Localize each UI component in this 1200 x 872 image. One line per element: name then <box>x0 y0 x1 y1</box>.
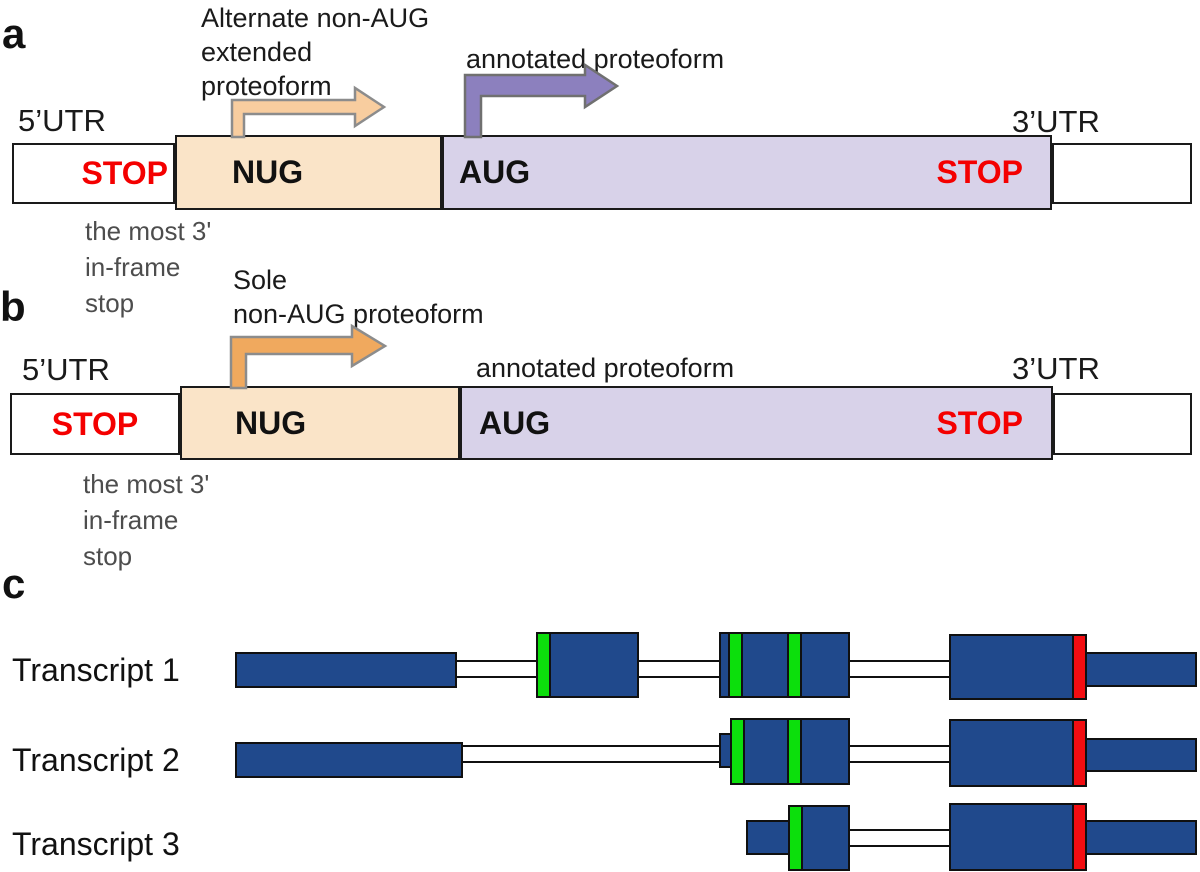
transcript-2-intron-2 <box>848 745 952 763</box>
nug-codon-b: NUG <box>235 404 307 441</box>
transcript-2-stop-codon <box>1072 719 1087 787</box>
most-3prime-stop-caption-a: the most 3' in-frame stop <box>85 213 211 321</box>
panel-b-label: b <box>0 283 26 330</box>
caption-a-line2: in-frame <box>85 252 181 282</box>
transcript-1-stop-codon <box>1072 634 1087 700</box>
stop-codon-orf-a: STOP <box>936 154 1023 190</box>
transcript-1-exon-2 <box>536 632 639 698</box>
most-3prime-stop-caption-b: the most 3' in-frame stop <box>83 466 209 574</box>
transcript-1-intron-2 <box>637 660 722 678</box>
transcript-3-3utr-exon <box>1085 820 1197 855</box>
transcript-3-start-codon <box>788 805 803 871</box>
five-prime-utr-box-b: STOP <box>10 393 180 455</box>
transcript-1-utr-exon <box>235 652 457 688</box>
transcript-2-start-codon-2 <box>787 718 802 785</box>
annotated-proteoform-label-a: annotated proteoform <box>466 44 725 74</box>
sole-proteoform-annotation-line2: non-AUG proteoform <box>233 299 484 329</box>
transcript-1-start-codon-2 <box>728 632 743 698</box>
transcript-1-intron-1 <box>455 660 539 678</box>
transcript-3-intron-1 <box>848 829 952 847</box>
transcript-2-label: Transcript 2 <box>12 742 180 778</box>
annotated-proteoform-label-b: annotated proteoform <box>476 353 735 383</box>
alt-proteoform-annotation: Alternate non-AUG extended proteoform <box>201 1 429 103</box>
three-prime-utr-label-b: 3’UTR <box>1012 351 1100 386</box>
aug-orf-box-a: AUG STOP <box>442 135 1052 210</box>
panel-a-label: a <box>2 10 26 57</box>
sole-proteoform-arrow-icon <box>229 323 388 390</box>
transcript-2-3utr-exon <box>1085 738 1197 772</box>
transcript-2-start-codon-1 <box>730 718 745 785</box>
alt-proteoform-annotation-line2: extended <box>201 37 313 67</box>
caption-a-line1: the most 3' <box>85 216 212 246</box>
transcript-3-utr-exon <box>746 820 792 855</box>
caption-b-line3: stop <box>83 541 133 571</box>
five-prime-utr-box-a: STOP <box>12 143 175 204</box>
transcript-1-start-codon-1 <box>536 632 551 698</box>
sole-proteoform-annotation-line1: Sole <box>233 265 288 295</box>
stop-codon-5utr-b: STOP <box>51 405 139 442</box>
transcript-2-utr-exon <box>235 742 463 778</box>
nug-box-b: NUG <box>180 386 460 460</box>
panel-c-label: c <box>2 560 26 607</box>
nug-box-a: NUG <box>175 135 442 210</box>
sole-proteoform-annotation: Sole non-AUG proteoform <box>233 263 484 331</box>
aug-orf-box-b: AUG STOP <box>460 386 1053 460</box>
nug-codon-a: NUG <box>232 154 304 190</box>
caption-a-line3: stop <box>85 288 135 318</box>
transcript-3-label: Transcript 3 <box>12 826 180 862</box>
transcript-1-last-exon <box>949 634 1087 700</box>
transcript-1-intron-3 <box>848 660 952 678</box>
three-prime-utr-label-a: 3’UTR <box>1012 104 1100 139</box>
three-prime-utr-box-b <box>1053 393 1192 455</box>
transcript-1-label: Transcript 1 <box>12 652 180 688</box>
stop-codon-5utr-a: STOP <box>81 155 168 191</box>
stop-codon-orf-b: STOP <box>936 404 1023 441</box>
five-prime-utr-label-b: 5’UTR <box>22 352 110 387</box>
transcript-2-intron-1 <box>461 745 723 763</box>
aug-codon-a: AUG <box>459 154 531 190</box>
alt-proteoform-annotation-line3: proteoform <box>201 71 332 101</box>
caption-b-line1: the most 3' <box>83 469 210 499</box>
transcript-1-3utr-exon <box>1085 652 1197 687</box>
aug-codon-b: AUG <box>479 404 551 441</box>
five-prime-utr-label-a: 5’UTR <box>18 103 106 138</box>
transcript-1-start-codon-3 <box>787 632 802 698</box>
transcript-3-stop-codon <box>1072 803 1087 871</box>
transcript-3-last-exon <box>949 803 1087 871</box>
three-prime-utr-box-a <box>1052 143 1192 204</box>
caption-b-line2: in-frame <box>83 505 179 535</box>
transcript-2-last-exon <box>949 719 1087 787</box>
alt-proteoform-annotation-line1: Alternate non-AUG <box>201 3 430 33</box>
